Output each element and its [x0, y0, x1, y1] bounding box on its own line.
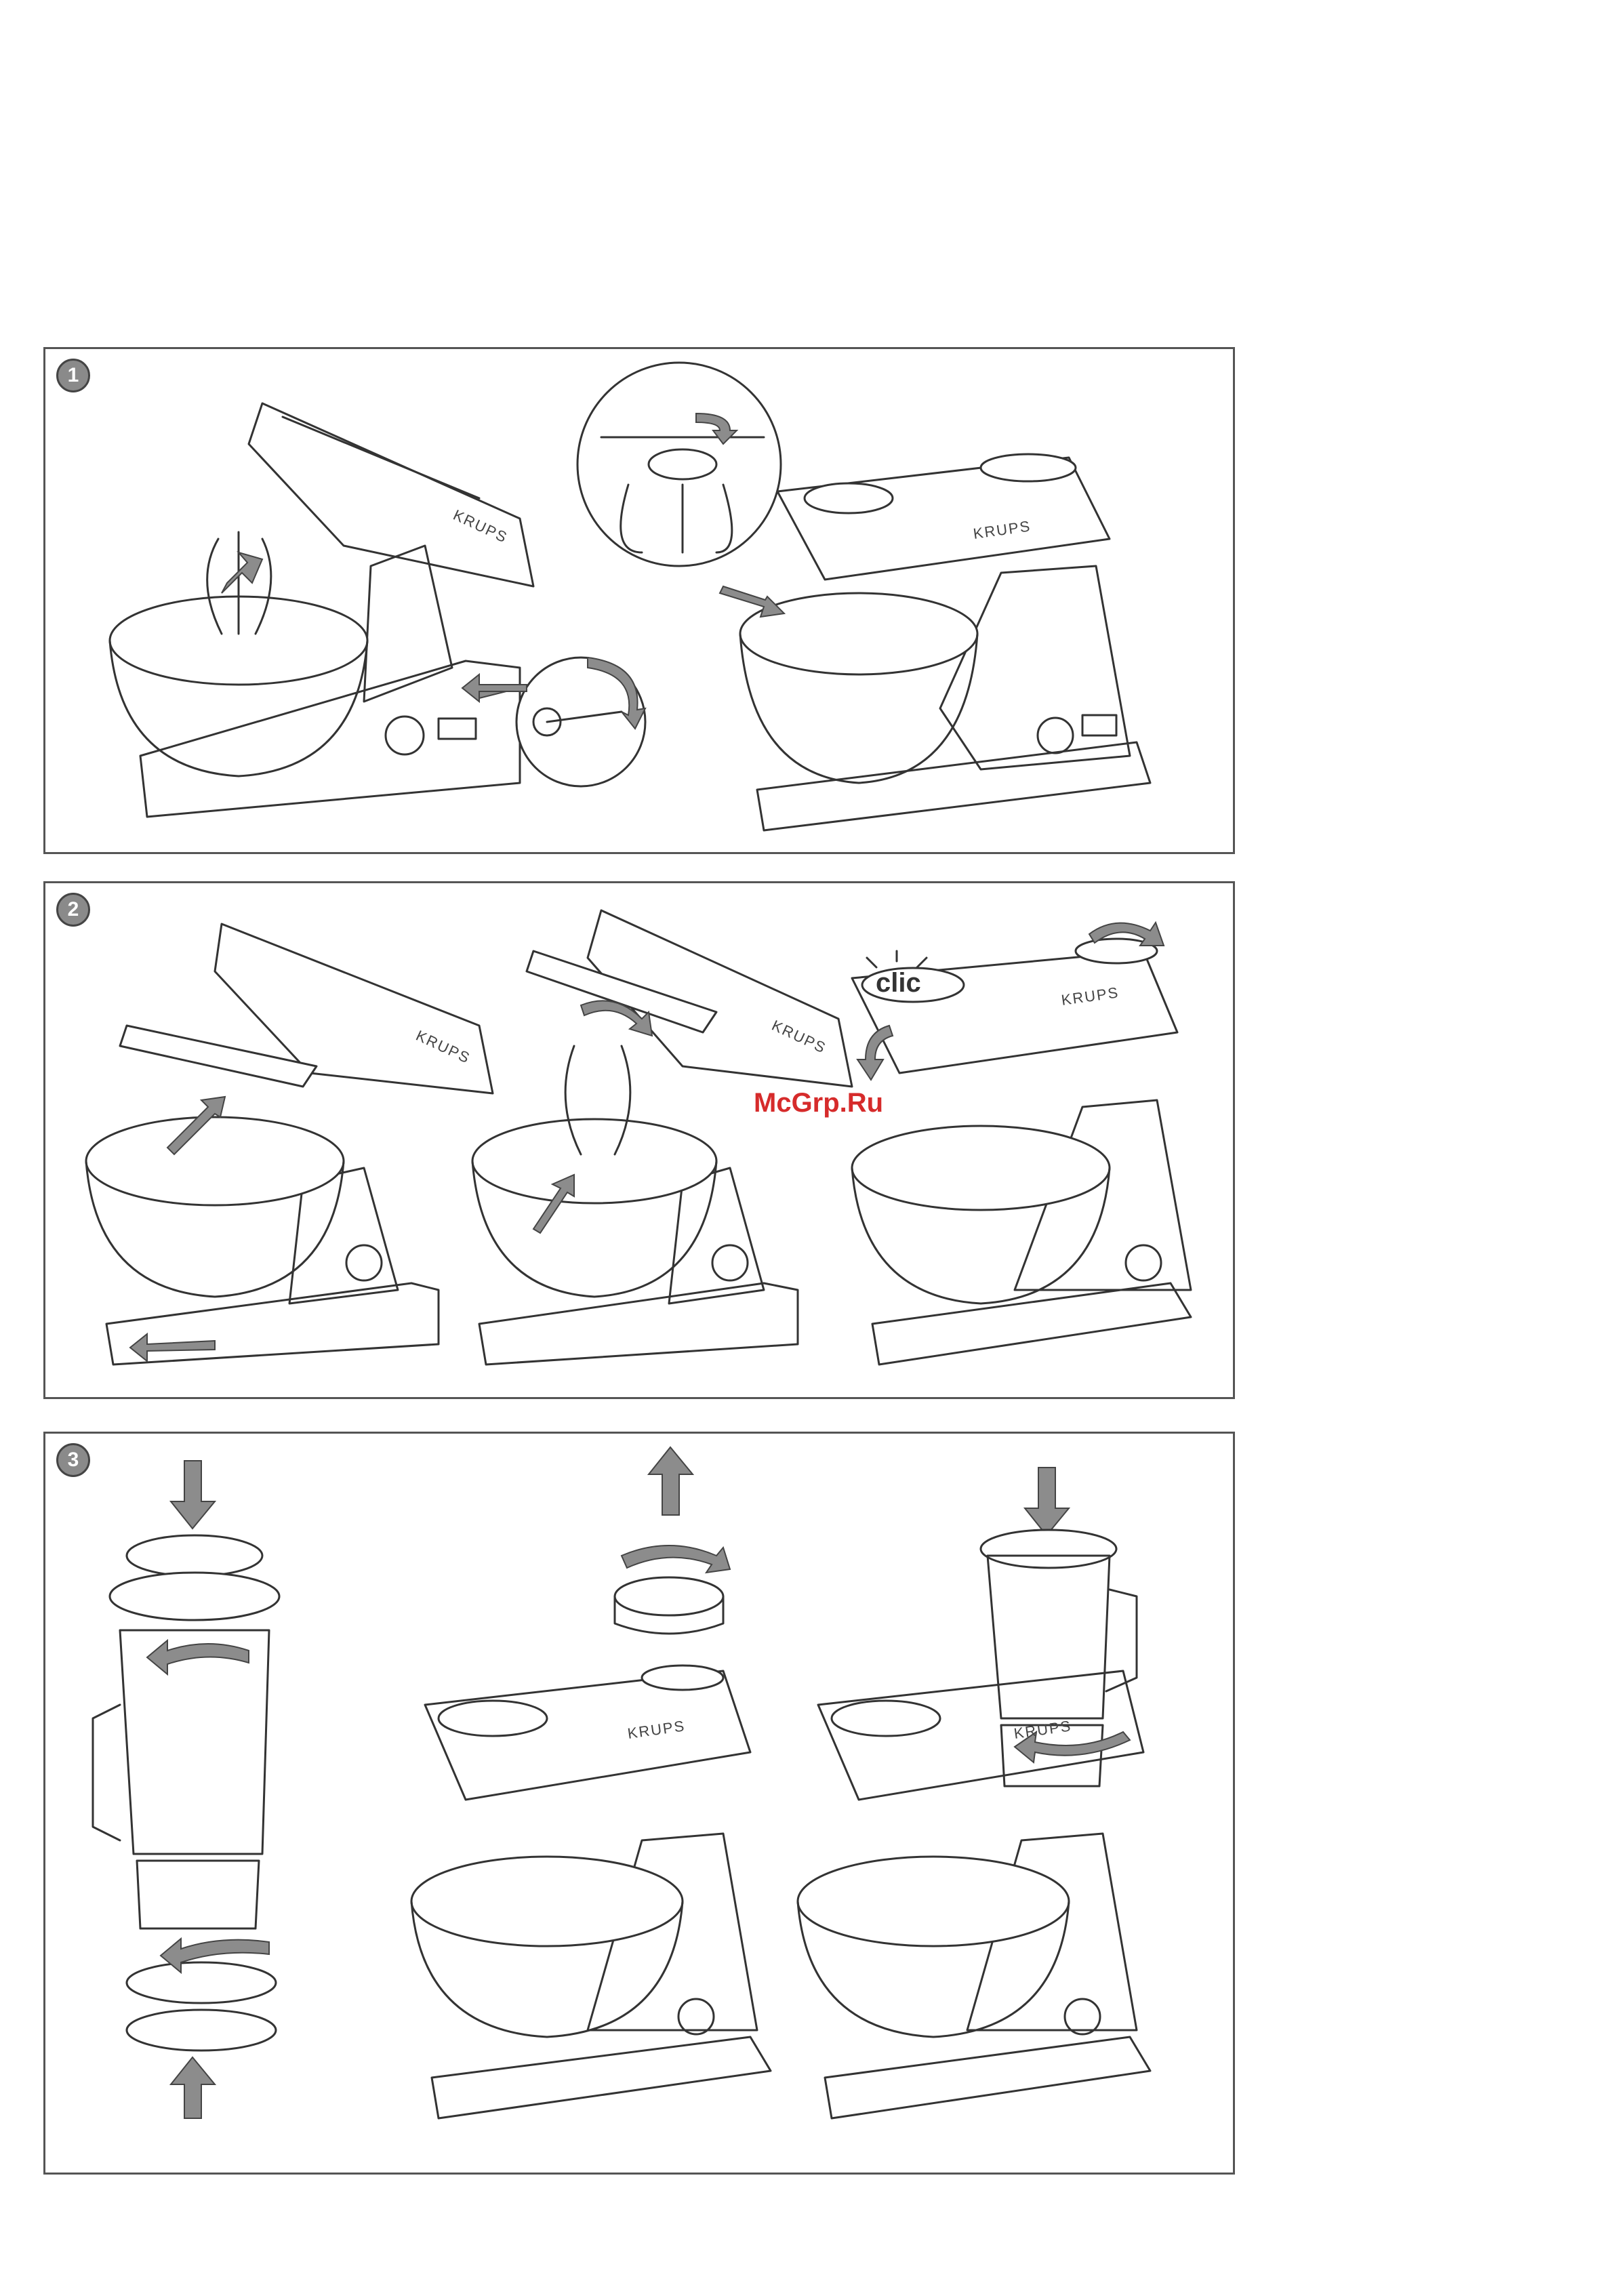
- mixer-tilted-beater: KRUPS: [472, 910, 852, 1365]
- step-1-illustration: KRUPS KR: [45, 349, 1233, 852]
- brand-label: KRUPS: [413, 1027, 473, 1067]
- beater-detail-circle: [577, 363, 781, 566]
- lever-detail-circle: [516, 658, 645, 786]
- mixer-blender-mounted: KRUPS: [798, 1468, 1150, 2118]
- mixer-closed: KRUPS: [740, 454, 1150, 830]
- brand-label: KRUPS: [1060, 984, 1120, 1009]
- step-2-panel: 2 KRUPS KRUPS: [43, 881, 1235, 1399]
- arrow-right-icon: [720, 586, 784, 617]
- arrow-icon: [222, 552, 262, 593]
- mixer-closed-click: KRUPS clic: [852, 923, 1191, 1365]
- step-3-illustration: KRUPS KRUPS: [45, 1434, 1233, 2173]
- mixer-lid-removal: KRUPS: [411, 1447, 771, 2118]
- brand-label: KRUPS: [972, 517, 1032, 542]
- brand-label: KRUPS: [769, 1017, 829, 1057]
- blender-exploded: [93, 1461, 279, 2118]
- brand-label: KRUPS: [451, 506, 510, 546]
- brand-label: KRUPS: [1013, 1717, 1072, 1742]
- mixer-tilted-head: KRUPS: [110, 403, 533, 817]
- brand-label: KRUPS: [626, 1717, 686, 1742]
- mixer-tilted-guard: KRUPS: [86, 924, 493, 1365]
- step-2-illustration: KRUPS KRUPS KRUPS: [45, 883, 1233, 1397]
- click-label: clic: [876, 968, 921, 998]
- step-3-panel: 3 KRU: [43, 1432, 1235, 2175]
- watermark: McGrp.Ru: [754, 1088, 883, 1118]
- step-1-panel: 1 KRUPS: [43, 347, 1235, 854]
